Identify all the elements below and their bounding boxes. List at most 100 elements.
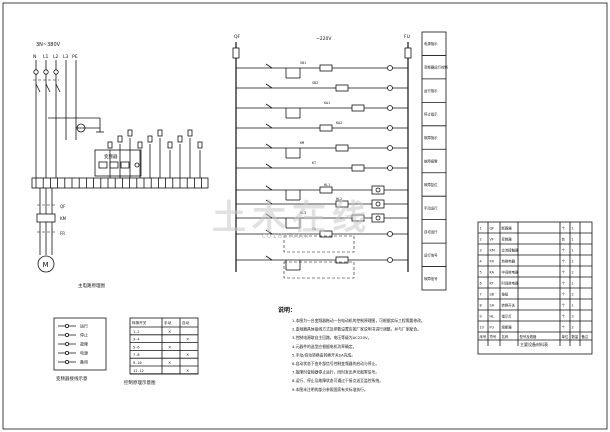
control-right-label: FU: [404, 34, 410, 40]
switch-table-pos: 5-6: [133, 345, 140, 349]
control-left-label: QF: [234, 34, 241, 40]
bom-cell: 个: [562, 292, 566, 297]
bom-header: 备注: [582, 334, 589, 339]
bom-cell: 10: [480, 326, 484, 330]
function-cell-label: 手动运行: [424, 205, 438, 210]
supply-label: 3N~380V: [36, 42, 61, 48]
bom-cell: 指示灯: [502, 314, 513, 319]
bom-title: 主要设备材料表: [520, 341, 548, 347]
bom-cell: FU: [490, 326, 495, 330]
bom-cell: 个: [562, 281, 566, 286]
phase-label-pe: PE: [72, 54, 78, 60]
bom-cell: 1: [572, 260, 574, 264]
control-element-label: KM: [300, 141, 304, 145]
note-line: 7.故障时变频器停止运行，同时发出声光报警信号。: [292, 370, 379, 375]
bom-cell: QF: [490, 227, 495, 231]
switch-table-mark-auto: ×: [186, 337, 189, 342]
bom-cell: VF: [490, 238, 494, 242]
function-cell-label: 运行指示: [424, 88, 438, 93]
bom-cell: 断路器: [502, 226, 513, 231]
switch-table-mark-manual: ×: [168, 329, 171, 334]
bom-cell: 2: [480, 238, 482, 242]
bom-cell: 2: [572, 271, 574, 275]
legend-row-label: 备用: [80, 359, 88, 365]
function-cell-label: 自动运行: [424, 229, 438, 234]
bom-cell: 个: [562, 303, 566, 308]
bom-cell: 熔断器: [502, 325, 513, 330]
function-cell-label: 故障指示: [424, 135, 438, 140]
switch-table-header: 自动: [182, 320, 190, 325]
note-line: 9.本图未注明的部分参照国家有关标准执行。: [292, 387, 368, 392]
bom-cell: 交流接触器: [502, 248, 520, 253]
note-line: 6.自动状态下由外部信号控制变频器的启动与停止。: [292, 361, 379, 366]
bom-cell: 时间继电器: [502, 281, 520, 286]
switch-table-mark-manual: ×: [168, 360, 171, 365]
bom-cell: 3: [572, 315, 574, 319]
watermark: 土木在线: [212, 198, 372, 238]
legend-row-label: 停止: [80, 332, 88, 338]
phase-label-n: N: [33, 54, 36, 60]
bom-cell: 中间继电器: [502, 270, 520, 275]
function-cell-label: 变频器运行控制: [424, 65, 448, 70]
switch-table-pos: 3-4: [133, 338, 140, 342]
note-line: 2.变频器具体接线方式及参数设置应按厂家说明书进行调整，并与厂家配合。: [292, 327, 421, 332]
switch-table-header: 手动: [164, 320, 172, 325]
phase-label-l3: L3: [63, 54, 69, 60]
note-line: 1.本图为一台变频器拖动一台电动机的控制原理图，可根据实际工程需要修改。: [292, 318, 425, 323]
function-column: 电源指示变频器运行控制运行指示停止指示故障指示故障报警故障复位手动运行自动运行运…: [421, 31, 448, 291]
bom-header: 型号及规格: [520, 334, 538, 339]
note-line: 4.元器件的选型应根据电机功率确定。: [292, 344, 356, 349]
bom-cell: 3: [480, 249, 482, 253]
switch-table-pos: 1-2: [133, 330, 140, 334]
function-cell-label: 运行信号: [424, 252, 438, 257]
fr-label: FR: [60, 231, 65, 236]
bom-cell: 5: [480, 271, 482, 275]
bom-cell: 变频器: [502, 237, 513, 242]
inverter-label: 变频器: [104, 153, 118, 160]
phase-label-l1: L1: [43, 54, 49, 60]
inverter-terminal-caption: 变频器接线示意: [56, 375, 88, 382]
bom-cell: 个: [562, 325, 566, 330]
bom-header: 序号: [480, 334, 487, 339]
motor-label: M: [43, 261, 49, 269]
bom-cell: 8: [480, 304, 482, 308]
bom-header: 数量: [572, 334, 579, 339]
main-circuit-caption: 主电路原理图: [78, 282, 105, 289]
control-element-label: SB2: [312, 81, 318, 85]
legend-row-label: 电源: [80, 350, 88, 356]
bom-header: 符号: [490, 334, 497, 339]
switch-table-mark-auto: ×: [186, 368, 189, 373]
km-label: KM: [60, 216, 67, 221]
bom-cell: 个: [562, 226, 566, 231]
bom-cell: SB: [490, 293, 495, 297]
bom-cell: 1: [572, 238, 574, 242]
bom-cell: 1: [572, 249, 574, 253]
bom-header: 单位: [562, 334, 569, 339]
bom-cell: 热继电器: [502, 259, 516, 264]
switch-caption: 控制原理示意图: [124, 379, 156, 386]
control-element-label: SA: [312, 227, 316, 231]
note-line: 8.运行、停止及故障状态可通过干接点送至监控系统。: [292, 378, 383, 383]
function-cell-label: 停止指示: [424, 112, 438, 117]
bom-cell: 4: [480, 260, 482, 264]
bom-cell: 按钮: [502, 292, 509, 297]
control-element-label: SB1: [300, 61, 306, 65]
switch-table-pos: 9-10: [133, 361, 142, 365]
bom-cell: SA: [490, 304, 495, 308]
bom-header: 名称: [502, 334, 509, 339]
legend-row-label: 故障: [80, 341, 88, 347]
notes-heading: 说明：: [278, 306, 296, 314]
switch-table-header: 转换开关: [132, 320, 147, 325]
bom-cell: KM: [490, 249, 495, 253]
bom-cell: 台: [562, 237, 566, 242]
motor-symbol: [37, 255, 55, 273]
switch-table-mark-manual: ×: [168, 344, 171, 349]
control-element-label: HL1: [324, 183, 330, 187]
function-cell-label: 电源指示: [424, 41, 438, 46]
qf-label: QF: [60, 204, 66, 209]
control-element-label: HL3: [300, 211, 306, 215]
phase-label-l2: L2: [53, 54, 59, 60]
